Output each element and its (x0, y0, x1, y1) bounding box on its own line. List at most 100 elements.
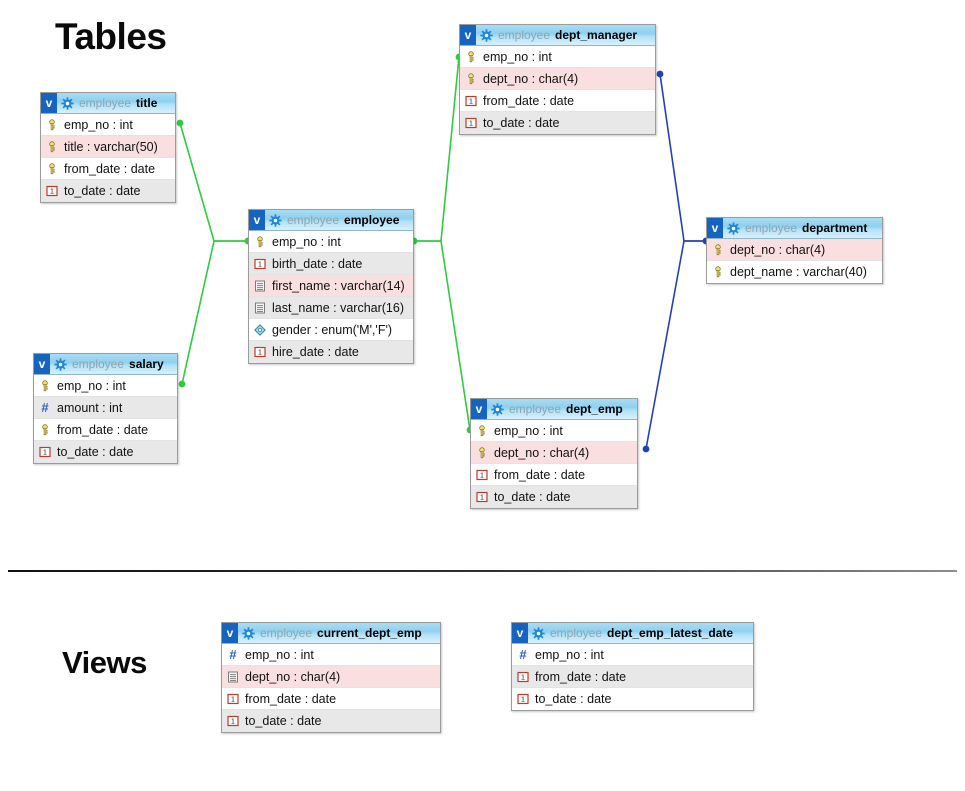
column-row[interactable]: emp_no : int (41, 114, 175, 136)
schema-name: employee (745, 221, 798, 235)
column-row[interactable]: #emp_no : int (512, 644, 753, 666)
enum-icon (254, 323, 266, 336)
column-row[interactable]: gender : enum('M','F') (249, 319, 413, 341)
svg-text:1: 1 (43, 449, 47, 456)
relationship-employee-to-dept_manager (414, 56, 460, 242)
column-label: from_date : date (57, 422, 149, 437)
entity-name: employee (344, 213, 400, 227)
column-row[interactable]: 1 to_date : date (222, 710, 440, 732)
column-row[interactable]: from_date : date (41, 158, 175, 180)
column-label: to_date : date (57, 445, 134, 459)
schema-name: employee (550, 626, 603, 640)
entity-name: dept_manager (555, 28, 638, 42)
svg-text:1: 1 (469, 120, 473, 127)
column-row[interactable]: last_name : varchar(16) (249, 297, 413, 319)
gear-icon (54, 357, 67, 371)
column-label: gender : enum('M','F') (272, 322, 393, 337)
column-row[interactable]: dept_name : varchar(40) (707, 261, 882, 283)
date-icon: 1 (476, 491, 488, 503)
schema-name: employee (287, 213, 340, 227)
column-label: title : varchar(50) (64, 139, 158, 154)
column-row[interactable]: dept_no : char(4) (222, 666, 440, 688)
column-label: to_date : date (64, 184, 141, 198)
gear-icon (532, 626, 545, 640)
column-row[interactable]: dept_no : char(4) (471, 442, 637, 464)
column-label: dept_no : char(4) (730, 242, 826, 257)
relationship-endpoint (178, 380, 186, 388)
schema-name: employee (260, 626, 313, 640)
svg-text:1: 1 (231, 718, 235, 725)
key-icon (479, 446, 485, 458)
section-title-views: Views (62, 645, 147, 680)
column-row[interactable]: dept_no : char(4) (707, 239, 882, 261)
gear-icon (269, 213, 282, 227)
column-label: emp_no : int (64, 117, 133, 132)
view-badge-icon: v (222, 623, 238, 643)
hash-icon: # (229, 646, 237, 662)
column-row[interactable]: emp_no : int (471, 420, 637, 442)
date-icon: 1 (476, 469, 488, 480)
svg-text:1: 1 (469, 98, 473, 105)
column-row[interactable]: 1 to_date : date (512, 688, 753, 710)
column-row[interactable]: from_date : date (34, 419, 177, 441)
column-row[interactable]: emp_no : int (249, 231, 413, 253)
column-row[interactable]: dept_no : char(4) (460, 68, 655, 90)
column-label: last_name : varchar(16) (272, 300, 405, 315)
key-icon (479, 424, 485, 436)
column-row[interactable]: #emp_no : int (222, 644, 440, 666)
column-row[interactable]: #amount : int (34, 397, 177, 419)
entity-name: title (136, 96, 158, 110)
gear-icon (727, 221, 740, 235)
column-row[interactable]: 1 to_date : date (34, 441, 177, 463)
gear-icon (242, 626, 255, 640)
column-label: amount : int (57, 400, 123, 415)
column-row[interactable]: 1 to_date : date (460, 112, 655, 134)
column-label: emp_no : int (494, 423, 563, 438)
text-icon (255, 302, 265, 313)
schema-name: employee (72, 357, 125, 371)
date-icon: 1 (39, 446, 51, 458)
column-row[interactable]: emp_no : int (460, 46, 655, 68)
entity-name: salary (129, 357, 164, 371)
svg-text:1: 1 (521, 674, 525, 681)
column-row[interactable]: title : varchar(50) (41, 136, 175, 158)
date-icon: 1 (517, 693, 529, 705)
column-row[interactable]: emp_no : int (34, 375, 177, 397)
text-icon (228, 671, 238, 682)
relationship-endpoint (176, 119, 184, 127)
section-title-tables: Tables (55, 16, 167, 57)
column-label: to_date : date (483, 116, 560, 130)
svg-text:1: 1 (480, 472, 484, 479)
column-label: to_date : date (535, 692, 612, 706)
column-row[interactable]: first_name : varchar(14) (249, 275, 413, 297)
relationship-endpoint (642, 445, 650, 453)
relationship-department-to-dept_manager (659, 73, 706, 242)
column-label: to_date : date (245, 714, 322, 728)
key-icon (468, 50, 474, 62)
